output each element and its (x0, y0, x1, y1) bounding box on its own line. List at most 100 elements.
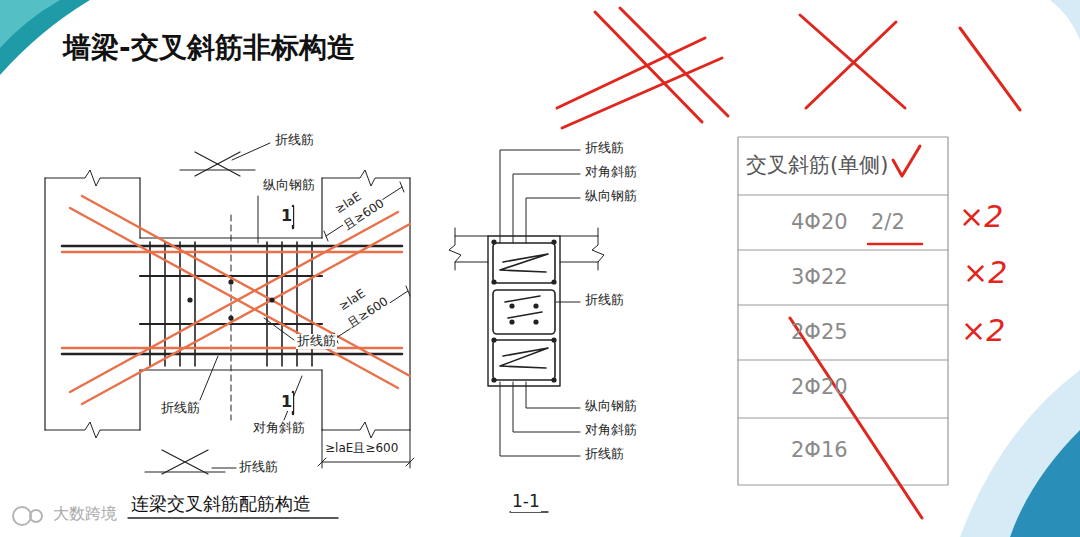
section-title: 1-1 (511, 492, 541, 512)
rebar-dot (509, 303, 514, 308)
table-cell: 2Φ16 (790, 438, 849, 462)
table-border (738, 137, 948, 485)
caption-underline (128, 517, 338, 518)
diagonal-bar (82, 224, 410, 404)
break-line (322, 170, 410, 186)
rebar-label: 折线筋 (584, 293, 625, 308)
diagonal-bar (70, 208, 398, 388)
longitudinal-bar (62, 245, 402, 248)
leader-line (526, 382, 580, 408)
slab-edge (455, 261, 488, 262)
table-header: 交叉斜筋(单侧) (745, 153, 889, 177)
bar-symbol (180, 169, 255, 170)
bent-bar (62, 347, 402, 349)
slide-title: 墙梁-交叉斜筋非标构造 (62, 32, 356, 64)
section-outline (488, 236, 560, 386)
rebar-dot (533, 303, 538, 308)
table-cell: 4Φ20 (790, 210, 849, 234)
wall-edge (409, 178, 410, 430)
rebar-dot (228, 279, 233, 284)
dimension-label: ≥laE且≥600 (324, 442, 399, 456)
dimension-tick (406, 286, 410, 296)
table-rule (738, 359, 948, 360)
corner-decoration (0, 0, 60, 48)
hand-underline (868, 243, 922, 246)
bar-symbol (195, 152, 240, 176)
hand-strike (790, 318, 922, 518)
wall-edge (139, 370, 140, 430)
hand-cross (595, 12, 702, 122)
bent-bar (62, 251, 402, 253)
extension-line (322, 430, 323, 468)
bent-bar (508, 312, 542, 318)
leader-line (264, 318, 294, 340)
leader-line (232, 143, 270, 160)
rebar-dot (187, 297, 192, 302)
dimension-tick (324, 231, 328, 241)
diagonal-bar (70, 212, 398, 392)
break-line (322, 422, 410, 438)
bar-symbol (162, 450, 208, 474)
leader-line (513, 174, 580, 243)
rebar-dot (533, 319, 538, 324)
handwritten-note: ×2 (960, 314, 1006, 349)
rebar-label: 对角斜筋 (584, 165, 638, 180)
hand-cross (620, 8, 728, 116)
bent-bar (500, 254, 548, 272)
wall-edge (44, 178, 45, 430)
slab-edge (560, 261, 598, 262)
bar-symbol (162, 450, 208, 474)
bar-symbol (145, 471, 225, 472)
leader-line (526, 198, 580, 243)
wall-edge (321, 178, 322, 238)
table-rule (738, 194, 948, 195)
stirrup (493, 290, 555, 334)
rebar-dot (509, 319, 514, 324)
handwritten-note: ×2 (958, 200, 1004, 235)
dimension-tick (400, 182, 404, 192)
wall-edge (321, 370, 322, 430)
stirrup (493, 243, 555, 283)
corner-decoration (960, 370, 1080, 537)
break-line (45, 422, 140, 438)
dimension-line (322, 462, 410, 463)
rebar-label: 折线筋 (584, 141, 625, 156)
rebar-label: 折线筋 (296, 334, 337, 349)
extension-line (410, 430, 411, 468)
rebar-label: 纵向钢筋 (584, 189, 638, 204)
rebar-dot (228, 315, 233, 320)
leader-line (200, 356, 218, 400)
leader-line (500, 150, 580, 243)
leader-line (258, 196, 259, 243)
break-line (45, 170, 140, 186)
rebar-dot (269, 297, 274, 302)
rebar-label: 对角斜筋 (584, 423, 638, 438)
table-rule (738, 304, 948, 305)
rebar-label: 纵向钢筋 (584, 399, 638, 414)
break-line (592, 228, 604, 270)
corner-decoration (1050, 0, 1080, 40)
slab-edge (560, 235, 598, 236)
leader-line (513, 382, 580, 432)
diagonal-bar (82, 196, 410, 376)
check-mark (893, 146, 920, 176)
hand-cross (806, 22, 896, 108)
slab-edge (455, 235, 488, 236)
longitudinal-bar (62, 353, 402, 356)
leader-line (500, 382, 580, 456)
rebar-label: 折线筋 (160, 401, 201, 416)
watermark-logo (13, 507, 31, 525)
rebar-label: 纵向钢筋 (262, 178, 316, 193)
dimension-line (326, 187, 402, 236)
hand-cross (960, 28, 1020, 110)
table-cell: 2/2 (870, 210, 906, 234)
watermark: 大数跨境 (52, 505, 118, 523)
leader-line (556, 302, 580, 303)
section-number: 1 (280, 207, 293, 225)
table-rule (738, 417, 948, 418)
bar-symbol (195, 152, 240, 176)
section-number: 1 (280, 393, 293, 411)
rebar-label: 折线筋 (274, 133, 315, 148)
